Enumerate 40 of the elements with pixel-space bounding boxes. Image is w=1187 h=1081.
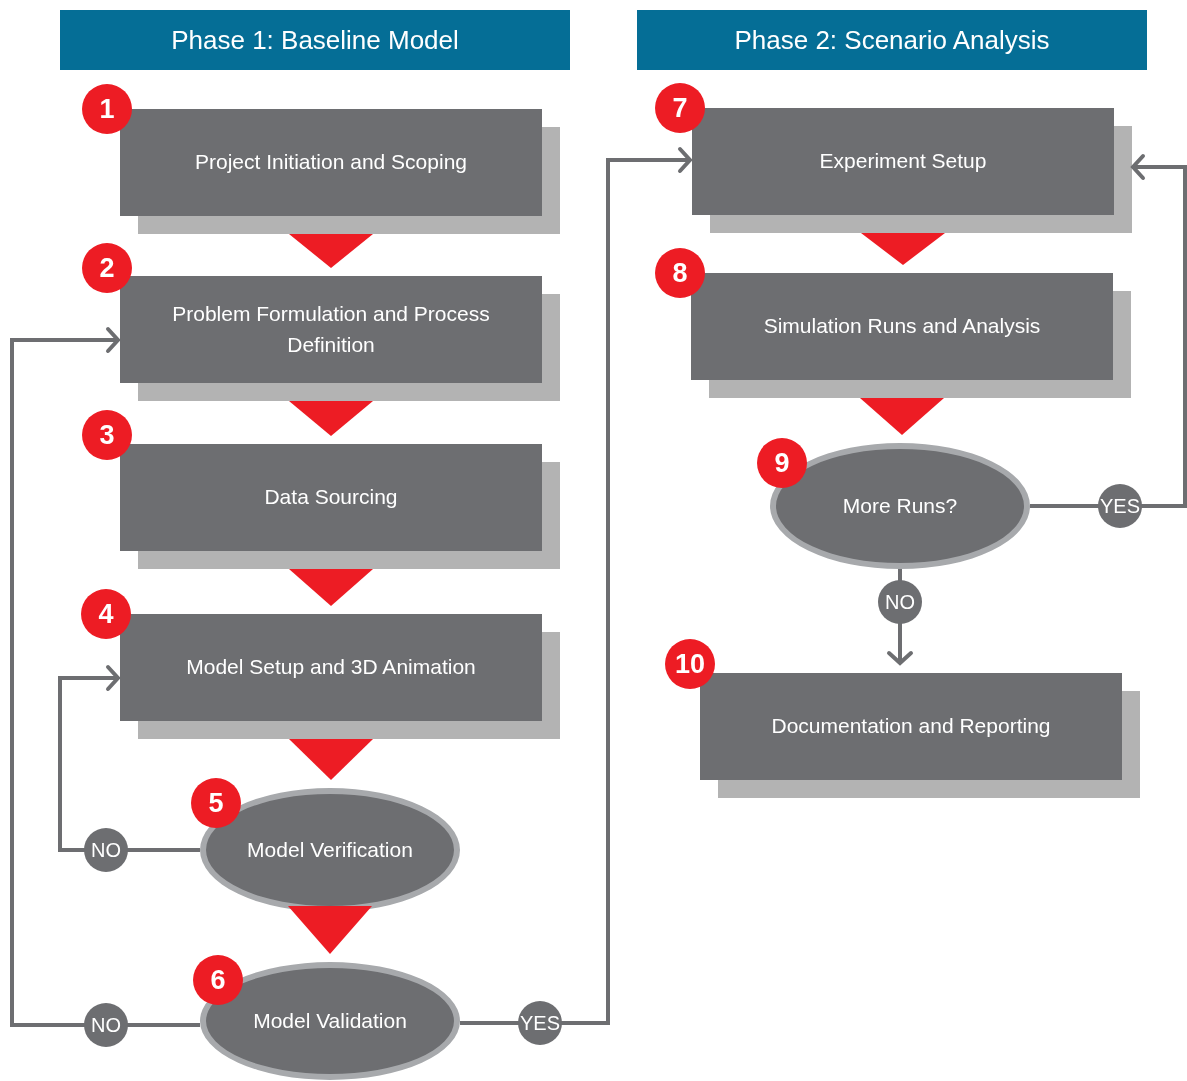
arrow: [289, 234, 373, 268]
step-number: 8: [655, 248, 705, 298]
step-number: 6: [193, 955, 243, 1005]
step-label: Project Initiation and Scoping: [194, 149, 468, 176]
edge-label: NO: [878, 580, 922, 624]
connector-arrow: [10, 327, 200, 1027]
step-number: 2: [82, 243, 132, 293]
edge-label: YES: [1098, 484, 1142, 528]
edge-label: NO: [84, 1003, 128, 1047]
edge-label: YES: [518, 1001, 562, 1045]
step-number: 9: [757, 438, 807, 488]
step-number: 1: [82, 84, 132, 134]
step-label: Documentation and Reporting: [770, 713, 1052, 740]
arrow: [289, 569, 373, 606]
step-label: Problem Formulation and Process Definition: [171, 301, 491, 358]
arrow: [289, 401, 373, 436]
step-label: Experiment Setup: [818, 148, 988, 175]
header-text: Phase 2: Scenario Analysis: [734, 24, 1050, 56]
connector-arrow: [1030, 154, 1187, 508]
phase-header: [60, 10, 570, 70]
step-label: Simulation Runs and Analysis: [762, 313, 1042, 340]
arrow: [860, 398, 944, 435]
step-number: 7: [655, 83, 705, 133]
step-label: Model Verification: [246, 836, 414, 863]
header-text: Phase 1: Baseline Model: [171, 24, 459, 56]
arrow: [288, 906, 372, 954]
connector-arrow: [58, 665, 200, 852]
step-label: More Runs?: [841, 492, 959, 519]
step-label: Data Sourcing: [263, 484, 399, 511]
connector-arrow: [460, 147, 692, 1025]
phase-header: [637, 10, 1147, 70]
step-number: 10: [665, 639, 715, 689]
edge-label: NO: [84, 828, 128, 872]
step-label: Model Validation: [252, 1007, 408, 1034]
step-label: Model Setup and 3D Animation: [185, 654, 477, 681]
step-number: 4: [81, 589, 131, 639]
step-number: 3: [82, 410, 132, 460]
arrow: [861, 233, 945, 265]
step-number: 5: [191, 778, 241, 828]
arrow: [289, 739, 373, 780]
